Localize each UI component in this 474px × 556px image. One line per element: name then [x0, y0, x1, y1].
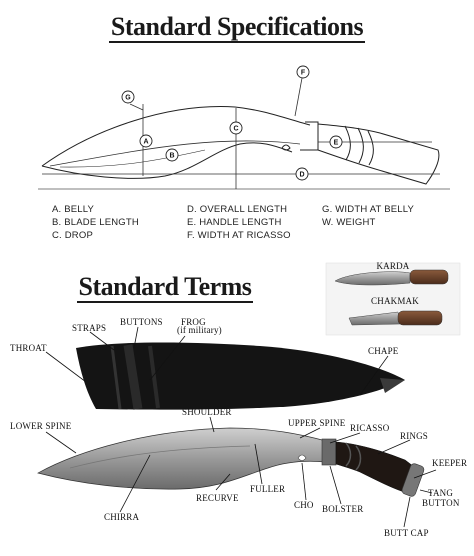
title-standard-terms: Standard Terms — [0, 272, 402, 303]
legend-overall-length: D. OVERALL LENGTH — [187, 204, 288, 215]
label-recurve: RECURVE — [196, 493, 239, 503]
label-cho: CHO — [294, 500, 314, 510]
label-karda: KARDA — [376, 261, 409, 271]
label-upper-spine: UPPER SPINE — [288, 418, 346, 428]
legend-drop: C. DROP — [52, 230, 93, 241]
label-button: BUTTON — [422, 498, 460, 508]
term-labels: STRAPS BUTTONS FROG (if military) THROAT… — [10, 317, 467, 538]
label-chirra: CHIRRA — [104, 512, 140, 522]
spec-legend-column-2: D. OVERALL LENGTH E. HANDLE LENGTH F. WI… — [187, 203, 291, 242]
label-shoulder: SHOULDER — [182, 407, 232, 417]
label-frog: FROG — [181, 317, 206, 327]
legend-weight: W. WEIGHT — [322, 217, 376, 228]
legend-blade-length: B. BLADE LENGTH — [52, 217, 139, 228]
label-butt-cap: BUTT CAP — [384, 528, 429, 538]
spec-kukri-outline — [38, 106, 450, 190]
title-specifications-text: Standard Specifications — [108, 12, 366, 43]
marker-f-label: F — [301, 70, 306, 77]
marker-g-label: G — [125, 95, 131, 102]
inset-karda-chakmak: KARDA CHAKMAK — [325, 261, 461, 336]
title-standard-specifications: Standard Specifications — [0, 12, 474, 43]
title-terms-text: Standard Terms — [76, 272, 254, 303]
marker-c: C — [229, 121, 243, 135]
legend-width-at-ricasso: F. WIDTH AT RICASSO — [187, 230, 291, 241]
legend-handle-length: E. HANDLE LENGTH — [187, 217, 282, 228]
label-throat: THROAT — [10, 343, 47, 353]
marker-b: B — [165, 148, 179, 162]
label-ricasso: RICASSO — [350, 423, 390, 433]
label-keeper: KEEPER — [432, 458, 467, 468]
marker-b-label: B — [169, 153, 174, 160]
karda-knife-image — [334, 269, 449, 286]
label-rings: RINGS — [400, 431, 428, 441]
label-straps: STRAPS — [72, 323, 106, 333]
scabbard-image — [76, 342, 405, 410]
marker-a: A — [139, 134, 153, 148]
kukri-image — [37, 427, 425, 497]
legend-width-at-belly: G. WIDTH AT BELLY — [322, 204, 415, 215]
chakmak-image — [348, 310, 443, 326]
legend-belly: A. BELLY — [52, 204, 95, 215]
label-chakmak: CHAKMAK — [371, 296, 419, 306]
marker-c-label: C — [233, 126, 238, 133]
marker-d: D — [295, 167, 309, 181]
marker-d-label: D — [299, 172, 304, 179]
label-frog-note: (if military) — [177, 325, 222, 335]
spec-legend-column-1: A. BELLY B. BLADE LENGTH C. DROP — [52, 203, 139, 242]
label-tang: TANG — [428, 488, 453, 498]
spec-markers: A B C D E F G — [121, 65, 343, 181]
label-lower-spine: LOWER SPINE — [10, 421, 72, 431]
marker-g: G — [121, 90, 135, 104]
spec-legend-column-3: G. WIDTH AT BELLY W. WEIGHT — [322, 203, 414, 229]
label-buttons: BUTTONS — [120, 317, 163, 327]
label-fuller: FULLER — [250, 484, 285, 494]
marker-e: E — [329, 135, 343, 149]
label-chape: CHAPE — [368, 346, 399, 356]
term-leaders — [45, 326, 437, 528]
label-bolster: BOLSTER — [322, 504, 363, 514]
marker-a-label: A — [143, 139, 148, 146]
marker-f: F — [296, 65, 310, 79]
marker-e-label: E — [334, 140, 339, 147]
